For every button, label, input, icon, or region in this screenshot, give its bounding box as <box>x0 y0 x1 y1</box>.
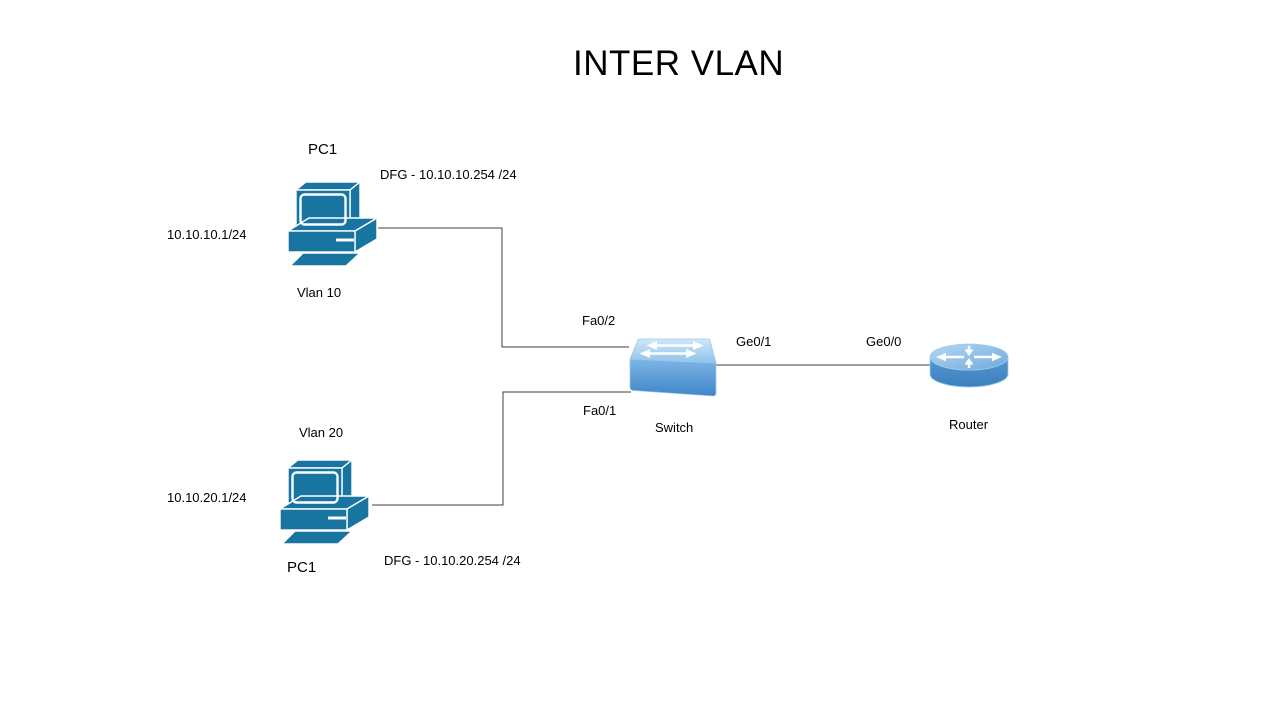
pc-bottom-ip-label: 10.10.20.1/24 <box>167 490 247 505</box>
router-arrows <box>936 346 1002 368</box>
pc-bottom-label: PC1 <box>287 559 317 576</box>
pc-disk-slot <box>328 516 346 520</box>
pc-bottom-gateway-label: DFG - 10.10.20.254 /24 <box>384 553 521 568</box>
link-pc-top-switch <box>378 227 629 348</box>
port-ge0-1-label: Ge0/1 <box>736 334 772 349</box>
pc-bottom-vlan-label: Vlan 20 <box>299 425 344 440</box>
pc-top-gateway-label: DFG - 10.10.10.254 /24 <box>380 167 517 182</box>
pc-top-vlan-label: Vlan 10 <box>297 285 342 300</box>
pc-disk-slot <box>336 238 354 242</box>
link-pc-bottom-switch <box>372 391 631 506</box>
pc-top-label: PC1 <box>308 141 338 158</box>
port-fa0-1-label: Fa0/1 <box>583 403 617 418</box>
switch-label: Switch <box>655 420 694 435</box>
diagram-title: INTER VLAN <box>573 44 785 83</box>
pc-top-icon[interactable] <box>283 172 383 270</box>
router-icon[interactable] <box>929 341 1011 389</box>
switch-icon[interactable] <box>628 336 717 398</box>
pc-top-ip-label: 10.10.10.1/24 <box>167 227 247 242</box>
router-label: Router <box>949 417 989 432</box>
pc-screen <box>291 471 339 504</box>
switch-arrows <box>639 341 704 358</box>
pc-bottom-icon[interactable] <box>275 450 375 548</box>
port-ge0-0-label: Ge0/0 <box>866 334 902 349</box>
pc-screen <box>299 193 347 226</box>
port-fa0-2-label: Fa0/2 <box>582 313 616 328</box>
